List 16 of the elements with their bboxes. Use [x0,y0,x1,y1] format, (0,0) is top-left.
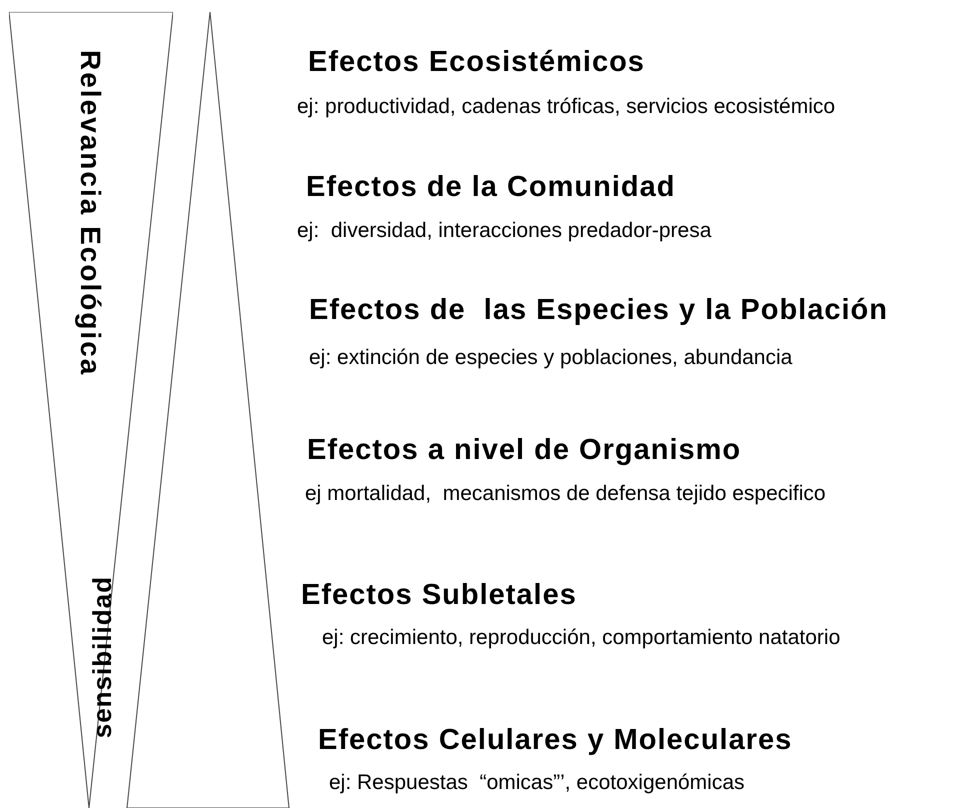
level-heading: Efectos Ecosistémicos [308,46,645,78]
level-heading: Efectos de las Especies y la Población [309,294,888,326]
funnel-triangle [9,12,173,808]
example-text: ej: crecimiento, reproducción, comportamiento natatorio [322,626,840,650]
triangle-shape [126,12,290,808]
level-heading: Efectos Subletales [301,579,577,611]
example-text: ej: diversidad, interacciones predador-presa [297,219,712,243]
axis-label: Relevancia Ecológica [75,50,105,376]
example-text: ej: extinción de especies y poblaciones, abundancia [309,346,792,370]
level-heading: Efectos de la Comunidad [306,171,676,203]
example-text: ej mortalidad, mecanismos de defensa tejido especifico [305,482,826,506]
axis-label: sensibilidad [88,576,116,738]
example-text: ej: productividad, cadenas tróficas, servicios ecosistémico [297,95,836,119]
example-text: ej: Respuestas “omicas”’, ecotoxigenómicas [329,771,745,795]
level-heading: Efectos Celulares y Moleculares [318,724,792,756]
level-heading: Efectos a nivel de Organismo [307,434,742,466]
